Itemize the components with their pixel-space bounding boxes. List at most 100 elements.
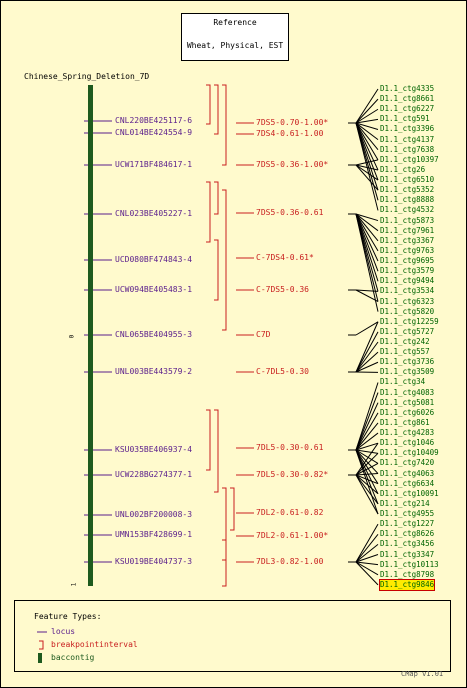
map-title[interactable]: Chinese_Spring_Deletion_7D (24, 72, 150, 81)
locus-label[interactable]: KSU035BE406937-4 (115, 445, 193, 454)
contig-label[interactable]: D1.1_ctg34 (380, 377, 426, 387)
contig-label[interactable]: D1.1_ctg591 (380, 114, 430, 124)
contig-label[interactable]: D1.1_ctg6510 (380, 175, 435, 185)
breakpoint-bracket[interactable] (222, 189, 227, 331)
contig-label[interactable]: D1.1_ctg8661 (380, 94, 435, 104)
contig-label[interactable]: D1.1_ctg7638 (380, 144, 435, 154)
breakpoint-bracket[interactable] (206, 181, 211, 243)
contig-label[interactable]: D1.1_ctg6227 (380, 104, 435, 114)
contig-label[interactable]: D1.1_ctg3396 (380, 124, 435, 134)
contig-label[interactable]: D1.1_ctg3534 (380, 286, 435, 296)
breakpoint-label[interactable]: C-7DL5-0.30 (256, 367, 309, 376)
breakpoint-label[interactable]: 7DL2-0.61-0.82 (256, 508, 324, 517)
contig-label[interactable]: D1.1_ctg12259 (380, 316, 439, 326)
breakpoint-label[interactable]: C-7DS4-0.61* (256, 253, 314, 262)
legend-title: Feature Types: (34, 612, 102, 621)
contig-label[interactable]: D1.1_ctg242 (380, 337, 430, 346)
contig-label[interactable]: D1.1_ctg26 (380, 164, 426, 174)
locus-label[interactable]: UMN153BF428699-1 (115, 530, 193, 539)
breakpoint-label[interactable]: C7D (256, 330, 271, 339)
contig-label[interactable]: D1.1_ctg10397 (380, 154, 439, 164)
contig-label[interactable]: D1.1_ctg3456 (380, 539, 435, 549)
contig-label[interactable]: D1.1_ctg10113 (380, 559, 439, 569)
locus-label[interactable]: UNL003BE443579-2 (115, 367, 193, 376)
locus-label[interactable]: UCD080BF474843-4 (115, 255, 193, 264)
contig-label[interactable]: D1.1_ctg10409 (380, 448, 439, 458)
correspondence-line (355, 159, 379, 166)
breakpoint-label[interactable]: 7DS5-0.36-0.61 (256, 208, 324, 217)
contig-label[interactable]: D1.1_ctg1227 (380, 519, 435, 529)
contig-label[interactable]: D1.1_ctg4532 (380, 205, 435, 215)
correspondence-line (355, 422, 379, 451)
breakpoint-label[interactable]: 7DL3-0.82-1.00 (256, 557, 324, 566)
chromosome-bar[interactable] (88, 85, 93, 586)
contig-label[interactable]: D1.1_ctg214 (380, 498, 430, 508)
contig-label[interactable]: D1.1_ctg4335 (380, 84, 435, 93)
locus-label[interactable]: CNL220BE425117-6 (115, 116, 193, 125)
breakpoint-label[interactable]: 7DL5-0.30-0.61 (256, 443, 324, 452)
breakpoint-bracket[interactable] (230, 487, 235, 531)
breakpoint-bracket[interactable] (222, 487, 227, 561)
correspondence-line (355, 449, 379, 505)
contig-label[interactable]: D1.1_ctg3736 (380, 357, 435, 367)
contig-label[interactable]: D1.1_ctg5081 (380, 397, 435, 407)
correspondence-line (355, 361, 379, 373)
reference-box[interactable]: Reference Wheat, Physical, EST (181, 13, 289, 61)
contig-label[interactable]: D1.1_ctg8798 (380, 569, 435, 579)
contig-label[interactable]: D1.1_ctg3367 (380, 235, 435, 245)
locus-label[interactable]: UCW094BE405483-1 (115, 285, 193, 294)
contig-label[interactable]: D1.1_ctg4063 (380, 468, 435, 478)
contig-label[interactable]: D1.1_ctg9695 (380, 256, 435, 266)
contig-label[interactable]: D1.1_ctg3347 (380, 549, 435, 559)
contig-label[interactable]: D1.1_ctg4283 (380, 428, 435, 438)
contig-label[interactable]: D1.1_ctg1046 (380, 438, 435, 448)
breakpoint-bracket[interactable] (206, 409, 211, 471)
breakpoint-bracket[interactable] (214, 181, 219, 215)
breakpoint-label[interactable]: 7DL5-0.30-0.82* (256, 470, 329, 479)
contig-label[interactable]: D1.1_ctg8888 (380, 195, 435, 205)
locus-label[interactable]: UCW228BG274377-1 (115, 470, 193, 479)
breakpoint-label[interactable]: 7DS5-0.70-1.00* (256, 118, 329, 127)
locus-label[interactable]: UNL002BF200008-3 (115, 510, 193, 519)
contig-label[interactable]: D1.1_ctg3509 (380, 367, 435, 377)
contig-label[interactable]: D1.1_ctg5873 (380, 215, 435, 225)
locus-label[interactable]: UCW171BF484617-1 (115, 160, 193, 169)
map-connections (84, 84, 379, 587)
contig-label[interactable]: D1.1_ctg9494 (380, 276, 435, 286)
contig-label[interactable]: D1.1_ctg4137 (380, 134, 435, 144)
breakpoint-bracket[interactable] (214, 409, 219, 493)
contig-label[interactable]: D1.1_ctg7420 (380, 458, 435, 468)
breakpoint-bracket[interactable] (222, 84, 227, 166)
contig-label[interactable]: D1.1_ctg6323 (380, 296, 435, 306)
contig-label[interactable]: D1.1_ctg6026 (380, 407, 435, 417)
correspondence-line (355, 122, 379, 161)
breakpoint-label[interactable]: 7DS4-0.61-1.00 (256, 129, 324, 138)
breakpoint-bracket[interactable] (206, 84, 211, 125)
contig-label[interactable]: D1.1_ctg7961 (380, 225, 435, 235)
contig-label[interactable]: D1.1_ctg4083 (380, 387, 435, 397)
contig-label[interactable]: D1.1_ctg8626 (380, 529, 435, 539)
breakpoint-label[interactable]: 7DL2-0.61-1.00* (256, 531, 329, 540)
locus-label[interactable]: CNL014BE424554-9 (115, 128, 193, 137)
reference-subtitle: Wheat, Physical, EST (186, 41, 284, 50)
breakpoint-label[interactable]: 7DS5-0.36-1.00* (256, 160, 329, 169)
locus-label[interactable]: CNL023BE405227-1 (115, 209, 193, 218)
contig-label[interactable]: D1.1_ctg5352 (380, 185, 435, 195)
contig-label[interactable]: D1.1_ctg6634 (380, 478, 435, 488)
contig-label[interactable]: D1.1_ctg4955 (380, 509, 435, 519)
breakpoint-label[interactable]: C-7DS5-0.36 (256, 285, 309, 294)
bracket-swatch-icon (39, 640, 44, 650)
contig-label[interactable]: D1.1_ctg5727 (380, 326, 435, 336)
contig-label[interactable]: D1.1_ctg861 (380, 417, 430, 427)
contig-label-highlighted[interactable]: D1.1_ctg9846 (378, 578, 436, 591)
breakpoint-bracket[interactable] (214, 84, 219, 135)
contig-label[interactable]: D1.1_ctg9763 (380, 245, 435, 255)
contig-label[interactable]: D1.1_ctg10091 (380, 488, 439, 498)
breakpoint-bracket[interactable] (222, 539, 227, 587)
contig-label[interactable]: D1.1_ctg3579 (380, 266, 435, 276)
breakpoint-bracket[interactable] (214, 239, 219, 301)
contig-label[interactable]: D1.1_ctg5820 (380, 306, 435, 316)
locus-label[interactable]: CNL065BE404955-3 (115, 330, 193, 339)
contig-label[interactable]: D1.1_ctg557 (380, 347, 430, 357)
locus-label[interactable]: KSU019BE404737-3 (115, 557, 193, 566)
